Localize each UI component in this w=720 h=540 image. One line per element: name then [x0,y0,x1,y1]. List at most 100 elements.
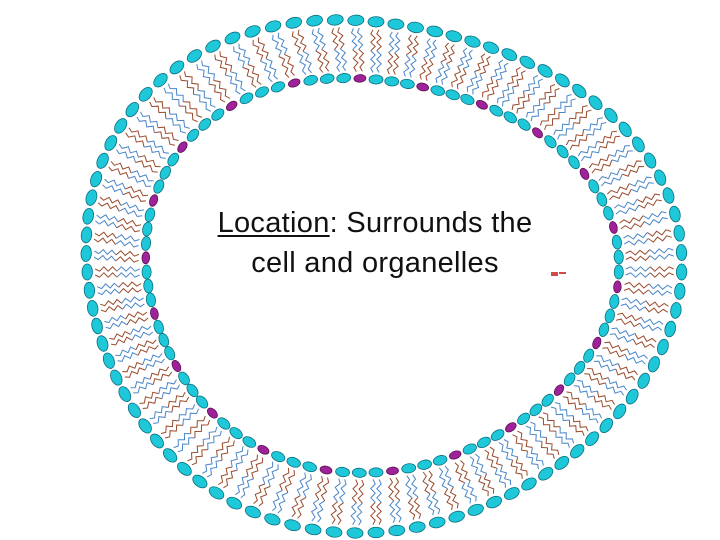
outer-phosphate-head [408,521,426,533]
lipid-tail [291,495,301,518]
lipid-tail [545,437,560,456]
lipid-tail [526,450,539,470]
lipid-tail [511,90,525,110]
outer-phosphate-head [604,107,618,123]
lipid-tail [331,28,339,51]
lipid-tail [118,281,142,288]
inner-phosphate-head [553,384,565,396]
outer-phosphate-head [643,152,657,169]
lipid-tail [93,254,116,262]
lipid-tail [559,426,575,444]
lipid-tail [648,283,673,290]
lipid-tail [310,499,320,522]
lipid-tail [393,477,401,501]
outer-phosphate-head [669,205,681,223]
inner-phosphate-head [532,127,543,139]
lipid-tail [314,476,324,500]
lipid-tail [277,32,288,55]
inner-phosphate-head [144,207,156,223]
lipid-tail [543,88,560,104]
lipid-tail [611,150,633,163]
lipid-tail [411,35,420,57]
inner-phosphate-head [401,463,417,474]
outer-phosphate-head [326,14,344,26]
lipid-tail [370,29,376,51]
outer-phosphate-head [104,135,118,151]
inner-phosphate-head [171,360,182,372]
inner-phosphate-head [563,372,576,387]
lipid-tail [149,406,169,420]
lipid-tail [608,145,630,157]
lipid-tail [625,255,651,262]
lipid-tail [572,415,589,432]
inner-phosphate-head [319,73,335,84]
lipid-tail [629,176,652,187]
outer-phosphate-head [599,417,614,434]
inner-phosphate-head [430,85,446,96]
lipid-tail [339,479,347,503]
lipid-tail [278,56,290,78]
outer-phosphate-head [244,505,261,519]
lipid-tail [550,406,570,422]
lipid-tail [115,256,139,263]
outer-phosphate-head [428,516,446,529]
outer-phosphate-head [501,48,518,61]
outer-phosphate-head [538,467,554,481]
outer-phosphate-head [264,513,281,526]
lipid-tail [124,367,146,378]
lipid-tail [617,363,638,376]
lipid-tail [387,477,395,502]
lipid-tail [240,478,254,499]
inner-phosphate-head [211,108,225,121]
outer-phosphate-head [208,486,225,500]
inner-phosphate-head [596,192,608,207]
lipid-tail [554,402,574,417]
outer-phosphate-head [657,338,669,356]
inner-phosphate-head [319,465,333,475]
lipid-tail [512,70,526,88]
lipid-tail [466,71,478,92]
lipid-tail [116,272,140,278]
lipid-tail [128,175,152,187]
lipid-tail [196,64,211,85]
inner-phosphate-head [462,443,477,455]
inner-phosphate-head [503,111,517,124]
lipid-tail [568,420,585,436]
lipid-tail [528,78,543,96]
inner-phosphate-head [417,459,432,470]
lipid-tail [613,199,638,209]
outer-phosphate-head [613,403,627,420]
lipid-tail [539,84,556,100]
lipid-tail [617,312,642,322]
lipid-tail [593,395,612,410]
inner-phosphate-head [239,92,254,105]
outer-phosphate-head [83,281,96,299]
lipid-tail [219,51,233,72]
inner-phosphate-head [541,393,554,407]
outer-phosphate-head [80,226,93,244]
inner-phosphate-head [475,99,488,110]
lipid-tail [642,211,667,220]
outer-phosphate-head [407,21,424,34]
lipid-tail [138,155,161,168]
lipid-tail [557,122,574,140]
outer-phosphate-head [521,477,537,491]
lipid-tail [573,385,595,398]
lipid-tail [161,384,181,399]
lipid-tail [392,52,400,75]
inner-phosphate-head [141,264,152,280]
lipid-tail [137,345,159,356]
lipid-tail [601,173,623,187]
lipid-tail [242,67,257,88]
lipid-tail [116,223,141,233]
lipid-tail [356,27,364,50]
outer-phosphate-head [632,136,645,153]
lipid-tail [472,73,483,95]
outer-phosphate-head [670,302,682,319]
outer-phosphate-head [664,320,676,338]
outer-phosphate-head [503,487,520,500]
lipid-tail [135,160,158,173]
lipid-tail [553,118,570,136]
inner-phosphate-head [159,165,171,180]
lipid-tail [140,111,159,128]
